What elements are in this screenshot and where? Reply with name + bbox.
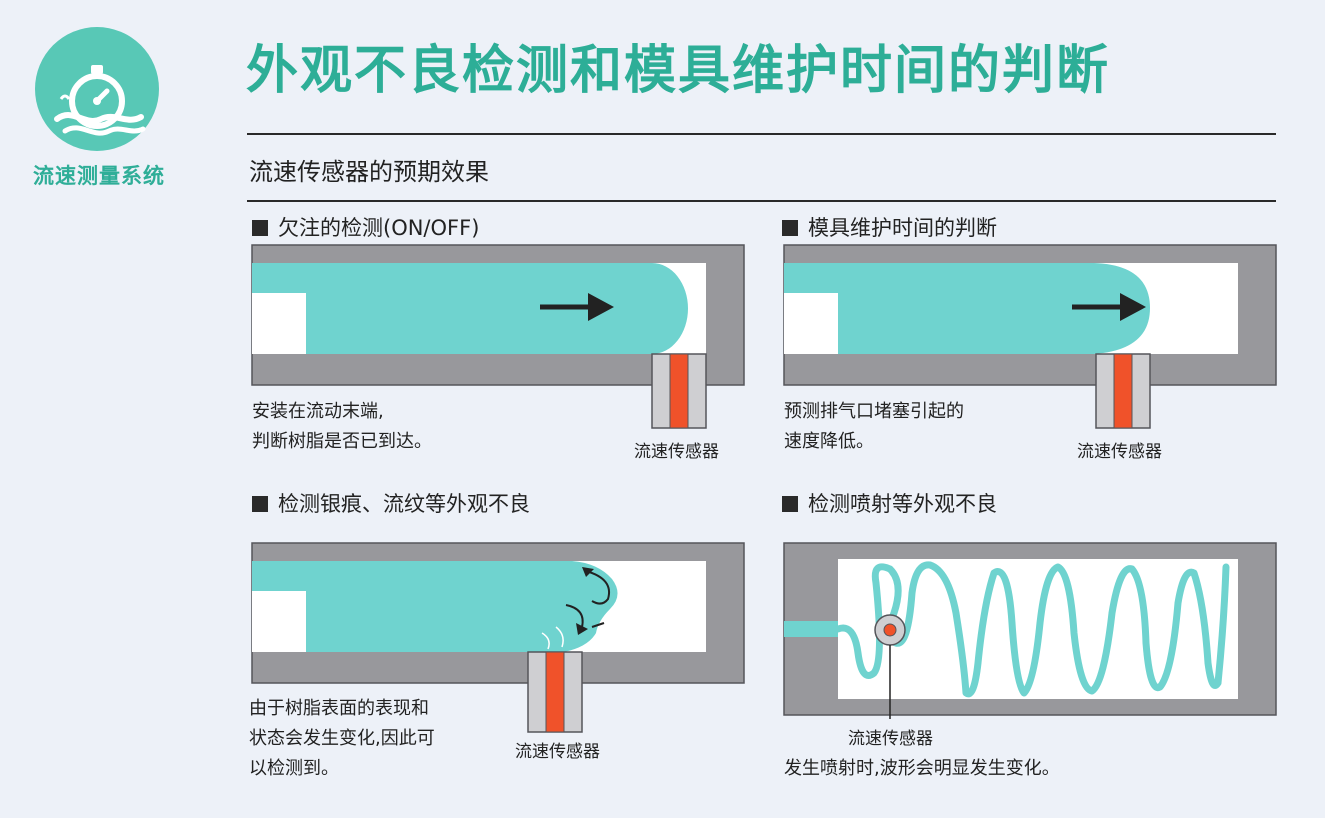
panel-3-description: 由于树脂表面的表现和 状态会发生变化,因此可 以检测到。 [249,698,435,779]
logo-label: 流速测量系统 [33,164,165,188]
panel-3-sensor-label: 流速传感器 [515,742,600,762]
divider-top [247,133,1276,135]
panel-1-heading-text: 欠注的检测(ON/OFF) [278,216,480,240]
flow-sensor-core [669,353,689,429]
panel-2-heading: 模具维护时间的判断 [782,212,997,242]
square-bullet-icon [782,496,798,512]
diagram-silver-streaks [251,542,745,733]
flow-sensor-core [545,651,565,733]
panel-2-sensor-label: 流速传感器 [1077,442,1162,462]
panel-4-description: 发生喷射时,波形会明显发生变化。 [784,758,1060,779]
panel-1-heading: 欠注的检测(ON/OFF) [252,212,479,242]
logo-badge [35,27,159,151]
panel-4-heading: 检测喷射等外观不良 [782,488,997,518]
panel-2-description: 预测排气口堵塞引起的 速度降低。 [784,401,964,452]
panel-4-sensor-label: 流速传感器 [848,729,933,749]
stopwatch-wave-icon [54,65,146,136]
section-subtitle: 流速传感器的预期效果 [249,158,489,186]
flow-sensor-core [883,623,897,637]
panel-3-heading: 检测银痕、流纹等外观不良 [252,488,530,518]
square-bullet-icon [782,220,798,236]
diagram-mold-maintenance [783,244,1277,429]
diagram-jetting [783,542,1277,719]
panel-4-heading-text: 检测喷射等外观不良 [808,492,997,516]
page-title: 外观不良检测和模具维护时间的判断 [246,41,1111,101]
flow-sensor-core [1113,353,1133,429]
divider-bottom [247,200,1276,202]
panel-2-heading-text: 模具维护时间的判断 [808,216,997,240]
panel-1-sensor-label: 流速传感器 [634,442,719,462]
square-bullet-icon [252,496,268,512]
panel-1-description: 安装在流动末端, 判断树脂是否已到达。 [252,401,432,452]
panel-3-heading-text: 检测银痕、流纹等外观不良 [278,492,530,516]
square-bullet-icon [252,220,268,236]
diagram-short-shot [251,244,745,429]
